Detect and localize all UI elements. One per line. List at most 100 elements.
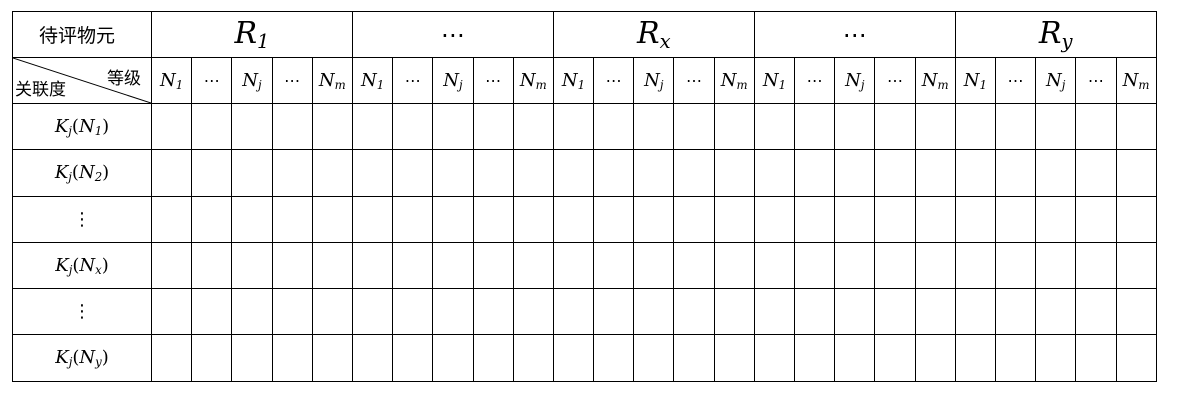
table-cell xyxy=(593,149,635,197)
table-row: ⋮ xyxy=(12,195,1157,243)
table-cell xyxy=(874,334,916,382)
table-cell xyxy=(311,241,353,290)
level-ellipsis: ⋯ xyxy=(806,71,823,90)
table-cell xyxy=(753,149,796,197)
table-cell xyxy=(793,334,836,382)
group-header-4: Ry xyxy=(954,11,1157,58)
table-cell xyxy=(512,149,554,197)
table-cell xyxy=(392,149,434,197)
table-cell xyxy=(633,102,675,151)
group-ellipsis: ⋯ xyxy=(440,20,465,49)
table-row: ⋮ xyxy=(12,288,1157,336)
table-cell xyxy=(593,288,635,336)
level-header: Nm xyxy=(914,57,956,104)
table-cell xyxy=(191,241,233,290)
level-header: ⋯ xyxy=(874,57,916,104)
level-label: N1 xyxy=(360,69,385,92)
level-label: N1 xyxy=(762,69,786,92)
corner-level-label: 等级 xyxy=(107,69,141,89)
table-cell xyxy=(1035,334,1077,382)
group-header-2: Rx xyxy=(552,11,755,58)
table-cell xyxy=(1075,241,1117,290)
table-cell xyxy=(593,195,635,243)
corner-relevance-label: 关联度 xyxy=(15,80,66,100)
group-header-0: R1 xyxy=(151,11,353,58)
level-header: Nj xyxy=(432,57,474,104)
table-cell xyxy=(271,241,313,290)
level-ellipsis: ⋯ xyxy=(203,71,220,90)
table-cell xyxy=(1035,102,1077,151)
level-header: ⋯ xyxy=(994,57,1037,104)
table-cell xyxy=(150,241,193,290)
table-cell xyxy=(311,288,353,336)
level-header: Nj xyxy=(633,57,675,104)
table-cell xyxy=(914,288,956,336)
table-cell xyxy=(954,195,996,243)
table-cell xyxy=(191,195,233,243)
table-cell xyxy=(311,195,353,243)
row-label-cell: ⋮ xyxy=(12,195,152,243)
table-cell xyxy=(392,241,434,290)
table-cell xyxy=(472,288,514,336)
table-cell xyxy=(1115,288,1157,336)
table-cell xyxy=(954,149,996,197)
table-cell xyxy=(432,334,474,382)
table-cell xyxy=(633,288,675,336)
table-cell xyxy=(914,102,956,151)
table-cell xyxy=(150,195,193,243)
table-cell xyxy=(512,241,554,290)
table-cell xyxy=(351,102,394,151)
level-header: Nm xyxy=(311,57,353,104)
level-ellipsis: ⋯ xyxy=(886,71,903,90)
table-cell xyxy=(351,195,394,243)
level-header: Nm xyxy=(713,57,755,104)
table-cell xyxy=(1075,288,1117,336)
table-cell xyxy=(191,334,233,382)
table-cell xyxy=(512,195,554,243)
table-cell xyxy=(593,102,635,151)
table-cell xyxy=(231,149,273,197)
table-cell xyxy=(994,149,1037,197)
table-cell xyxy=(673,195,715,243)
table-cell xyxy=(713,288,755,336)
table-cell xyxy=(633,149,675,197)
table-cell xyxy=(351,241,394,290)
table-cell xyxy=(753,288,796,336)
group-ellipsis: ⋯ xyxy=(842,20,867,49)
table-cell xyxy=(311,149,353,197)
table-cell xyxy=(793,288,836,336)
table-cell xyxy=(552,102,595,151)
table-cell xyxy=(994,195,1037,243)
table-cell xyxy=(954,102,996,151)
table-cell xyxy=(713,334,755,382)
group-title: Ry xyxy=(1038,16,1073,53)
table-cell xyxy=(552,195,595,243)
table-cell xyxy=(472,195,514,243)
table-cell xyxy=(552,241,595,290)
row-label-cell: Kj(Nx) xyxy=(12,241,152,290)
table-row: Kj(Nx) xyxy=(12,241,1157,290)
table-cell xyxy=(351,149,394,197)
corner-cell: 等级 关联度 xyxy=(12,57,152,104)
table-cell xyxy=(191,149,233,197)
table-cell xyxy=(271,288,313,336)
table-cell xyxy=(834,149,876,197)
table-cell xyxy=(1115,241,1157,290)
table-cell xyxy=(834,195,876,243)
row-label: Kj(N2) xyxy=(54,161,110,184)
table-cell xyxy=(673,149,715,197)
level-header: N1 xyxy=(954,57,996,104)
level-header: ⋯ xyxy=(271,57,313,104)
table-cell xyxy=(713,241,755,290)
table-cell xyxy=(271,195,313,243)
level-ellipsis: ⋯ xyxy=(1007,71,1024,90)
table-cell xyxy=(1075,334,1117,382)
table-cell xyxy=(1035,195,1077,243)
table-cell xyxy=(874,241,916,290)
vertical-ellipsis: ⋮ xyxy=(73,208,91,230)
table-cell xyxy=(432,149,474,197)
group-header-1: ⋯ xyxy=(351,11,554,58)
table-cell xyxy=(673,102,715,151)
table-cell xyxy=(271,102,313,151)
table-cell xyxy=(954,334,996,382)
